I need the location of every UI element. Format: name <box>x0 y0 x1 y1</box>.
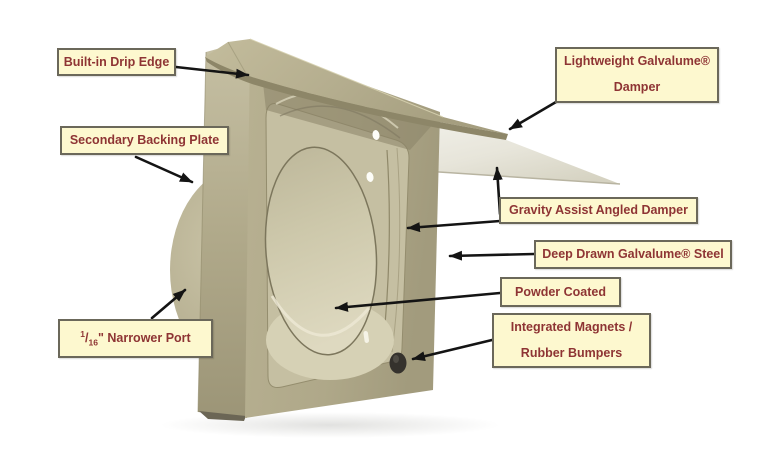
arrow-integrated-magnets <box>411 338 494 362</box>
label-narrower-port: 1/16" Narrower Port <box>58 319 213 358</box>
hood-ridge-highlight <box>249 38 444 118</box>
fraction-numerator: 1 <box>80 328 85 339</box>
drip-edge-fold <box>205 57 508 140</box>
screw-hole <box>366 172 374 182</box>
hood-top <box>205 39 508 134</box>
label-deep-drawn-galvalume-steel: Deep Drawn Galvalume® Steel <box>534 240 732 269</box>
arrow-built-in-drip-edge <box>174 65 250 79</box>
label-text: Powder Coated <box>515 284 606 299</box>
arrow-deep-drawn-steel <box>448 250 536 261</box>
label-text-line2: Damper <box>613 80 661 94</box>
screw-hole <box>372 130 380 140</box>
arrow-secondary-backing-plate <box>134 155 194 184</box>
magnet-highlight <box>393 355 399 363</box>
label-text-line2: Rubber Bumpers <box>520 345 623 360</box>
label-built-in-drip-edge: Built-in Drip Edge <box>57 48 176 76</box>
label-rest: " Narrower Port <box>97 330 191 345</box>
opening-rim-highlight <box>270 295 371 337</box>
label-text: Built-in Drip Edge <box>63 54 170 69</box>
label-integrated-magnets-rubber-bumpers: Integrated Magnets / Rubber Bumpers <box>492 313 651 368</box>
label-text: Secondary Backing Plate <box>69 133 220 148</box>
arrow-lightweight-damper <box>508 100 558 131</box>
label-powder-coated: Powder Coated <box>500 277 621 307</box>
arrow-gravity-assist-left <box>406 219 502 233</box>
label-text: Deep Drawn Galvalume® Steel <box>542 247 724 262</box>
vent-opening <box>264 146 378 356</box>
recess-groove-2 <box>391 147 401 353</box>
interior-crease <box>279 105 401 139</box>
arrow-narrower-port <box>150 288 187 320</box>
label-lightweight-galvalume-damper: Lightweight Galvalume® Damper <box>555 47 719 103</box>
label-text: 1/16" Narrower Port <box>80 329 190 349</box>
fraction-separator: / <box>85 330 89 345</box>
label-text-line1: Integrated Magnets / <box>510 319 633 334</box>
arrow-powder-coated <box>334 291 502 312</box>
screw-slot <box>363 330 370 343</box>
fraction-denominator: 16 <box>88 337 98 348</box>
label-secondary-backing-plate: Secondary Backing Plate <box>60 126 229 155</box>
label-gravity-assist-angled-damper: Gravity Assist Angled Damper <box>499 197 698 224</box>
label-text: Gravity Assist Angled Damper <box>509 203 688 218</box>
label-text-line1: Lightweight Galvalume® <box>563 54 711 69</box>
bottom-foot-shadow <box>199 411 246 421</box>
damper-bottom-edge <box>423 170 621 185</box>
